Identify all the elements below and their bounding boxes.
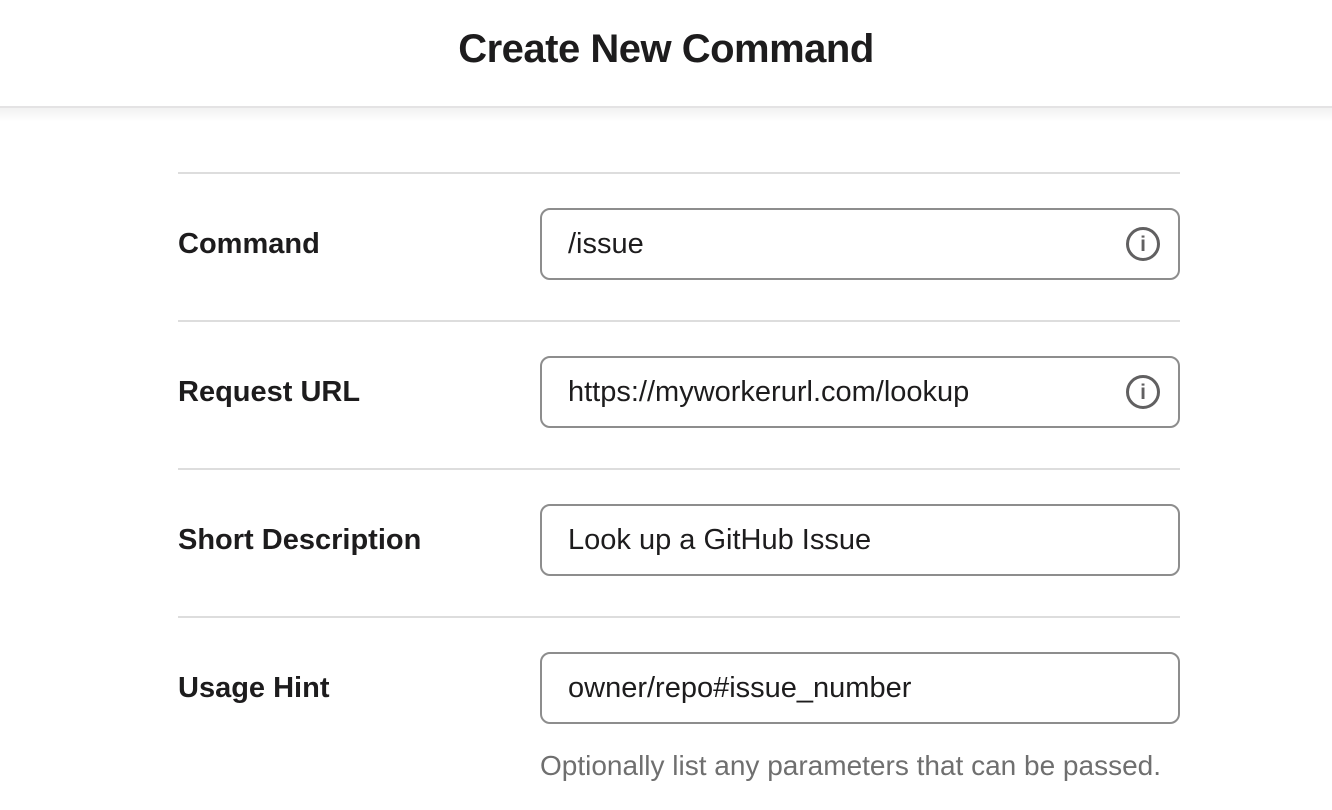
info-icon[interactable]: i (1126, 227, 1160, 261)
create-command-form: Command i Request URL i Short Descriptio… (178, 172, 1180, 810)
form-row-usage-hint: Usage Hint Optionally list any parameter… (178, 616, 1180, 810)
request-url-label: Request URL (178, 375, 361, 408)
page-header: Create New Command (0, 0, 1332, 108)
form-row-request-url: Request URL i (178, 320, 1180, 468)
usage-hint-label: Usage Hint (178, 671, 330, 704)
page-title: Create New Command (458, 26, 874, 71)
usage-hint-helper-text: Optionally list any parameters that can … (540, 750, 1162, 781)
usage-hint-input[interactable] (540, 652, 1180, 724)
command-input[interactable] (540, 208, 1180, 280)
form-row-short-description: Short Description (178, 468, 1180, 616)
form-row-command: Command i (178, 172, 1180, 320)
request-url-input[interactable] (540, 356, 1180, 428)
info-icon[interactable]: i (1126, 375, 1160, 409)
short-description-input[interactable] (540, 504, 1180, 576)
header-shadow-divider (0, 108, 1332, 122)
short-description-label: Short Description (178, 523, 422, 556)
command-label: Command (178, 227, 320, 260)
